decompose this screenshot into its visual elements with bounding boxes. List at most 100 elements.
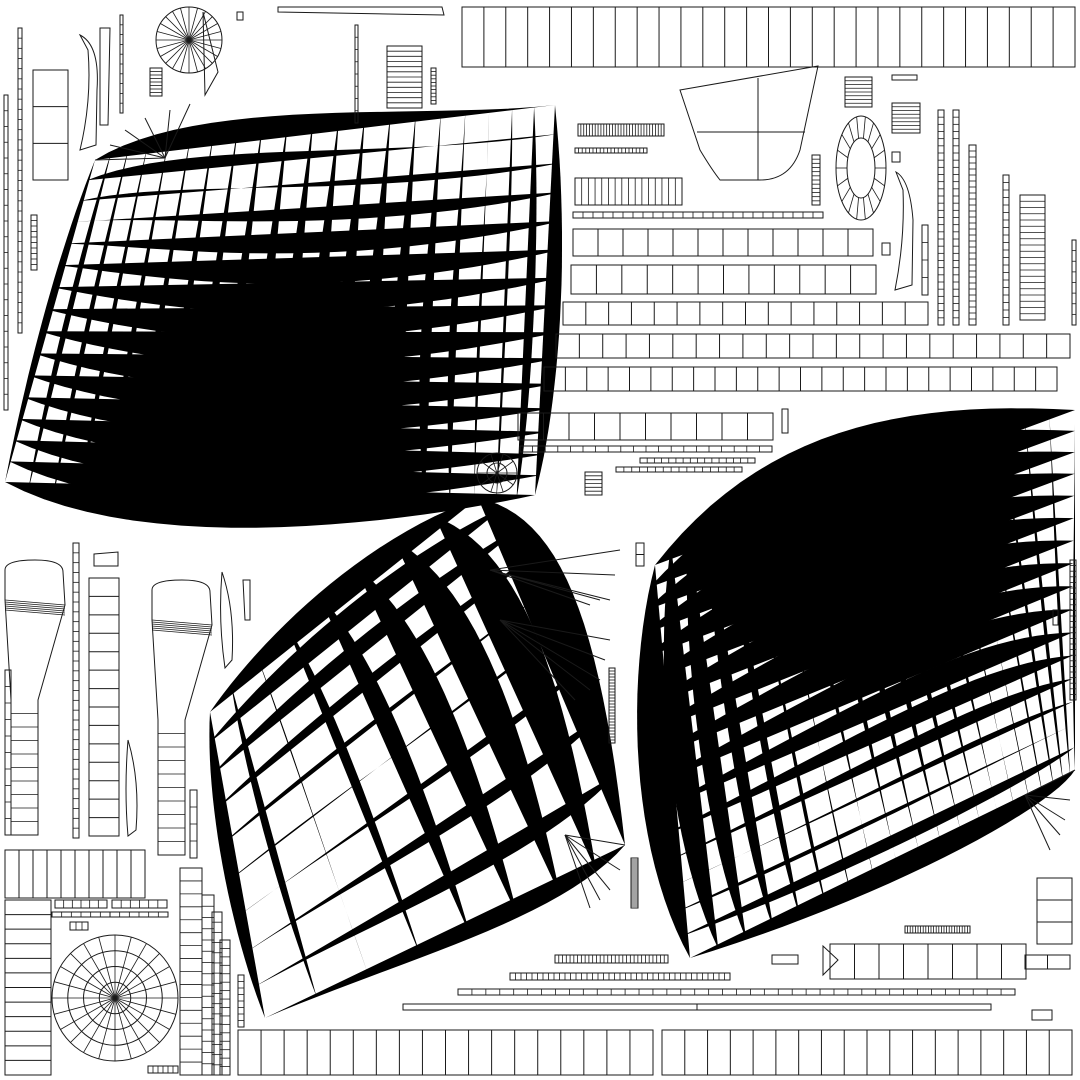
mesh-island-right-v-line: [649, 655, 1073, 843]
strip-vert-bl1: [89, 578, 119, 836]
radial-island-top-spoke: [189, 40, 221, 49]
radial-island-small-spoke: [481, 461, 497, 473]
paddle-island-b-divider: [152, 630, 212, 635]
fan-lines: [1025, 770, 1075, 795]
mesh-island-right-v-line: [679, 747, 1075, 938]
mesh-island-right-u-line: [637, 565, 690, 958]
mesh-island-center-v-line: [253, 774, 617, 988]
strip-vert-bl6: [220, 940, 230, 1075]
tail-island: [680, 66, 818, 180]
strip-vert-r15-outline: [1037, 878, 1072, 944]
paddle-island-b-divider: [152, 624, 212, 629]
mesh-island-center-u-line: [318, 593, 472, 938]
fan-lines: [165, 110, 170, 158]
fan-lines: [490, 570, 600, 600]
strip-vert-box-outline: [33, 70, 68, 180]
strip-vert-c1-outline: [609, 668, 615, 743]
oval-spoke: [838, 178, 848, 186]
fan-lines: [565, 835, 625, 845]
strip-vert-r11-outline: [892, 152, 900, 162]
strip-vert-r3: [969, 145, 976, 325]
strip-vert-g: [431, 68, 436, 104]
strip-vert-r4: [1003, 175, 1009, 325]
paddle-island-a-divider: [5, 610, 65, 615]
mesh-island-right-v-line: [641, 609, 1073, 791]
radial-island-bottom-spoke: [115, 953, 160, 998]
oval-spoke: [872, 187, 880, 201]
oval-spoke: [872, 135, 880, 149]
strip-vert-bl2: [73, 543, 79, 838]
fan-lines: [145, 118, 165, 158]
strip-vert-box: [33, 70, 68, 180]
strip-vert-c5: [585, 472, 602, 495]
paddle-island-a-divider: [5, 600, 65, 605]
mesh-island-center-u-line: [354, 565, 519, 918]
radial-island-bottom-spoke: [115, 943, 147, 998]
radial-island-bottom-spoke: [115, 998, 160, 1043]
fan-lines: [565, 835, 620, 870]
oval-spoke: [868, 194, 874, 213]
oval-spoke: [857, 117, 859, 139]
strip-vert-c1: [609, 668, 615, 743]
radial-island-small-spoke: [497, 473, 503, 492]
radial-island-bottom-spoke: [115, 982, 176, 998]
oval-spoke: [874, 150, 884, 158]
mesh-island-center: [209, 498, 625, 1018]
paddle-island-b-divider: [152, 628, 212, 633]
mesh-island-right-v-line: [644, 632, 1073, 817]
sliver-c: [895, 172, 913, 290]
mesh-island-right-u-line: [927, 413, 1017, 818]
radial-island-bottom: [52, 935, 178, 1061]
mesh-island-right-u-line: [704, 511, 774, 930]
mesh-island-center-u-line: [478, 498, 625, 845]
oval-spoke: [857, 198, 859, 220]
strip-vert-bl8: [5, 670, 11, 835]
mesh-island-center-v-line: [234, 658, 594, 920]
strip-thin-c: [520, 446, 772, 452]
strip-vert-c3: [636, 543, 644, 566]
mesh-island-center-v-line: [209, 507, 504, 743]
uv-islands: [5, 104, 1075, 1018]
mesh-island-top-left-v-line: [5, 482, 535, 528]
radial-island-top-spoke: [189, 40, 212, 63]
strip-thin-b-outline: [573, 212, 823, 218]
strip-vert-r11: [892, 152, 900, 162]
strip-small-bl1: [55, 900, 107, 908]
strip-bottom-d: [403, 1004, 991, 1010]
radial-island-top-spoke: [160, 40, 189, 57]
strip-vert-c4: [782, 409, 788, 433]
strip-vert-r13: [922, 225, 928, 295]
strip-bottom-h: [1025, 955, 1070, 969]
radial-island-small-spoke: [497, 473, 513, 485]
radial-island-bottom-spoke: [84, 998, 116, 1053]
strip-vert-r16: [1053, 610, 1058, 625]
radial-island-top: [156, 7, 222, 73]
fan-lines: [490, 570, 615, 575]
strip-top-wing: [462, 7, 1075, 67]
strip-vert-r14-outline: [1070, 560, 1076, 700]
mesh-island-center-u-line: [231, 683, 317, 997]
mesh-island-center-v-line: [214, 545, 548, 811]
fan-lines: [165, 104, 190, 158]
sliver-dot: [237, 12, 243, 20]
radial-island-small: [477, 453, 517, 493]
mesh-island-top-left-u-line: [535, 105, 562, 495]
strip-long-f: [518, 413, 773, 440]
fan-lines: [565, 835, 610, 890]
oval-spoke: [849, 123, 855, 142]
mesh-island-right-u-line: [904, 417, 1001, 827]
strip-vert-bl9: [190, 790, 197, 858]
oval-spoke: [842, 187, 850, 201]
mesh-island-top-left-u-line: [5, 160, 95, 482]
strip-vert-c4-outline: [782, 409, 788, 433]
mesh-island-right-v-line: [661, 701, 1074, 892]
strip-bottom-e-outline: [905, 926, 970, 933]
radial-island-top-spoke: [180, 40, 189, 72]
fan-lines: [95, 158, 165, 160]
mesh-island-top-left-v-line: [51, 277, 562, 313]
radial-island-small-spoke: [497, 454, 503, 473]
mesh-island-top-left-u-line: [496, 108, 513, 503]
oval-spoke: [838, 150, 848, 158]
sliver-h: [1032, 1010, 1052, 1020]
radial-island-bottom-spoke: [54, 998, 115, 1014]
